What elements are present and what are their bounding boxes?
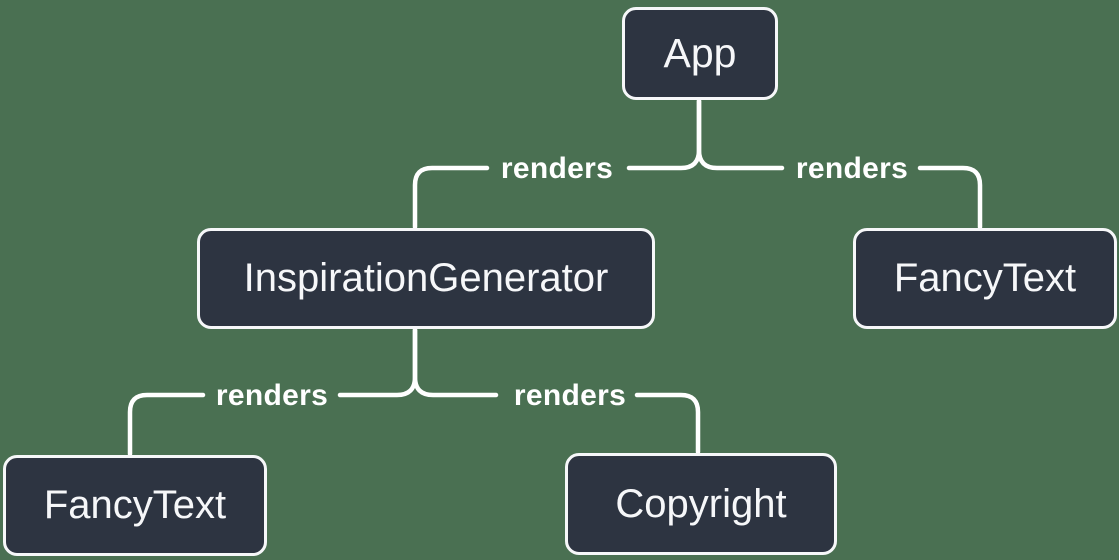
node-fancy-text-right-label: FancyText [893,256,1077,300]
edge-app-stem-left [626,98,702,171]
node-inspiration-generator: InspirationGenerator [197,228,655,329]
edge-inspiration-stem-right [412,327,499,398]
node-app: App [622,7,778,100]
node-fancy-text-left-label: FancyText [43,483,227,527]
node-fancy-text-right: FancyText [853,228,1117,329]
edge-into-inspiration [412,165,490,230]
edge-label-inspiration-fancytext: renders [215,379,329,412]
edge-label-app-inspiration: renders [500,152,614,185]
node-app-label: App [663,30,737,76]
node-copyright: Copyright [565,453,837,555]
edge-into-copyright [634,392,701,455]
edge-inspiration-stem-left [337,327,418,398]
node-inspiration-generator-label: InspirationGenerator [243,256,609,300]
node-fancy-text-left: FancyText [3,455,267,556]
edge-into-fancy-left [127,392,206,457]
edge-label-inspiration-copyright: renders [513,379,627,412]
node-copyright-label: Copyright [615,481,787,526]
edge-into-fancy-right [917,165,983,230]
edge-app-stem-right [696,98,785,171]
edge-label-app-fancytext: renders [795,152,909,185]
